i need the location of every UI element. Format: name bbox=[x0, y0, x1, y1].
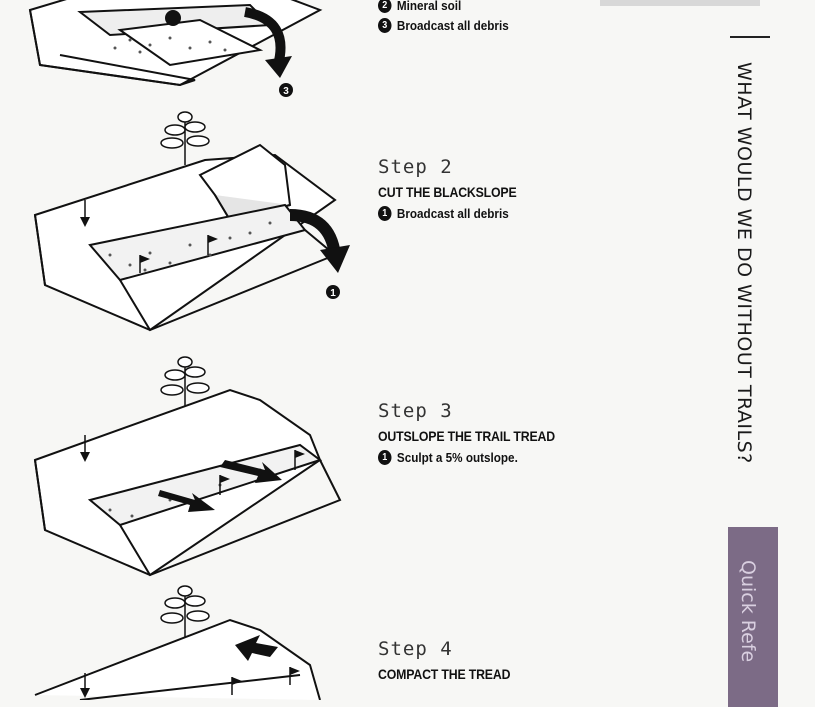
step-4-block: Step 4 COMPACT THE TREAD bbox=[378, 638, 698, 688]
tree-icon bbox=[160, 585, 210, 643]
step-item-text: Sculpt a 5% outslope. bbox=[396, 450, 518, 465]
step-heading: CUT THE BLACKSLOPE bbox=[378, 184, 517, 200]
step-2-block: Step 2 CUT THE BLACKSLOPE 1 Broadcast al… bbox=[378, 156, 698, 226]
flag-icon bbox=[231, 667, 300, 695]
step-1-block: 2 Mineral soil 3 Broadcast all debris bbox=[378, 0, 698, 38]
number-badge: 1 bbox=[378, 206, 392, 221]
step-item-text: Broadcast all debris bbox=[396, 206, 509, 221]
sidebar-title: WHAT WOULD WE DO WITHOUT TRAILS? bbox=[733, 62, 755, 464]
svg-text:3: 3 bbox=[283, 86, 289, 97]
illustration-step-1: 3 bbox=[20, 0, 360, 110]
callout-number-icon: 1 bbox=[326, 285, 340, 299]
flag-icon bbox=[139, 235, 218, 273]
step-3-block: Step 3 OUTSLOPE THE TRAIL TREAD 1 Sculpt… bbox=[378, 400, 698, 470]
step-title: Step 2 bbox=[378, 156, 453, 178]
number-badge: 3 bbox=[378, 18, 392, 33]
step-item: 1 Sculpt a 5% outslope. bbox=[378, 450, 666, 465]
number-badge: 1 bbox=[378, 450, 392, 465]
step-item: 1 Broadcast all debris bbox=[378, 206, 666, 221]
quick-reference-tab-label: Quick Refe bbox=[737, 560, 759, 663]
callout-number-icon: 3 bbox=[279, 83, 293, 97]
step-item: 3 Broadcast all debris bbox=[378, 18, 666, 33]
flag-icon bbox=[219, 450, 305, 495]
sidebar-rule bbox=[730, 36, 770, 38]
tree-icon bbox=[160, 356, 210, 415]
step-item: 2 Mineral soil bbox=[378, 0, 666, 13]
illustration-step-3 bbox=[20, 350, 360, 585]
step-title: Step 4 bbox=[378, 638, 453, 660]
arrow-icon bbox=[235, 635, 278, 661]
step-item-text: Broadcast all debris bbox=[396, 18, 509, 33]
quick-reference-tab[interactable] bbox=[728, 527, 778, 707]
step-heading: COMPACT THE TREAD bbox=[378, 666, 511, 682]
step-item-text: Mineral soil bbox=[396, 0, 462, 13]
step-title: Step 3 bbox=[378, 400, 453, 422]
step-heading: OUTSLOPE THE TRAIL TREAD bbox=[378, 428, 555, 444]
number-badge: 2 bbox=[378, 0, 392, 13]
sidebar-top-strip bbox=[600, 0, 760, 6]
arrow-icon bbox=[158, 460, 282, 512]
tree-icon bbox=[160, 111, 210, 165]
illustration-step-2: 1 bbox=[20, 105, 360, 340]
illustration-step-4 bbox=[20, 585, 360, 700]
svg-text:1: 1 bbox=[330, 288, 336, 299]
